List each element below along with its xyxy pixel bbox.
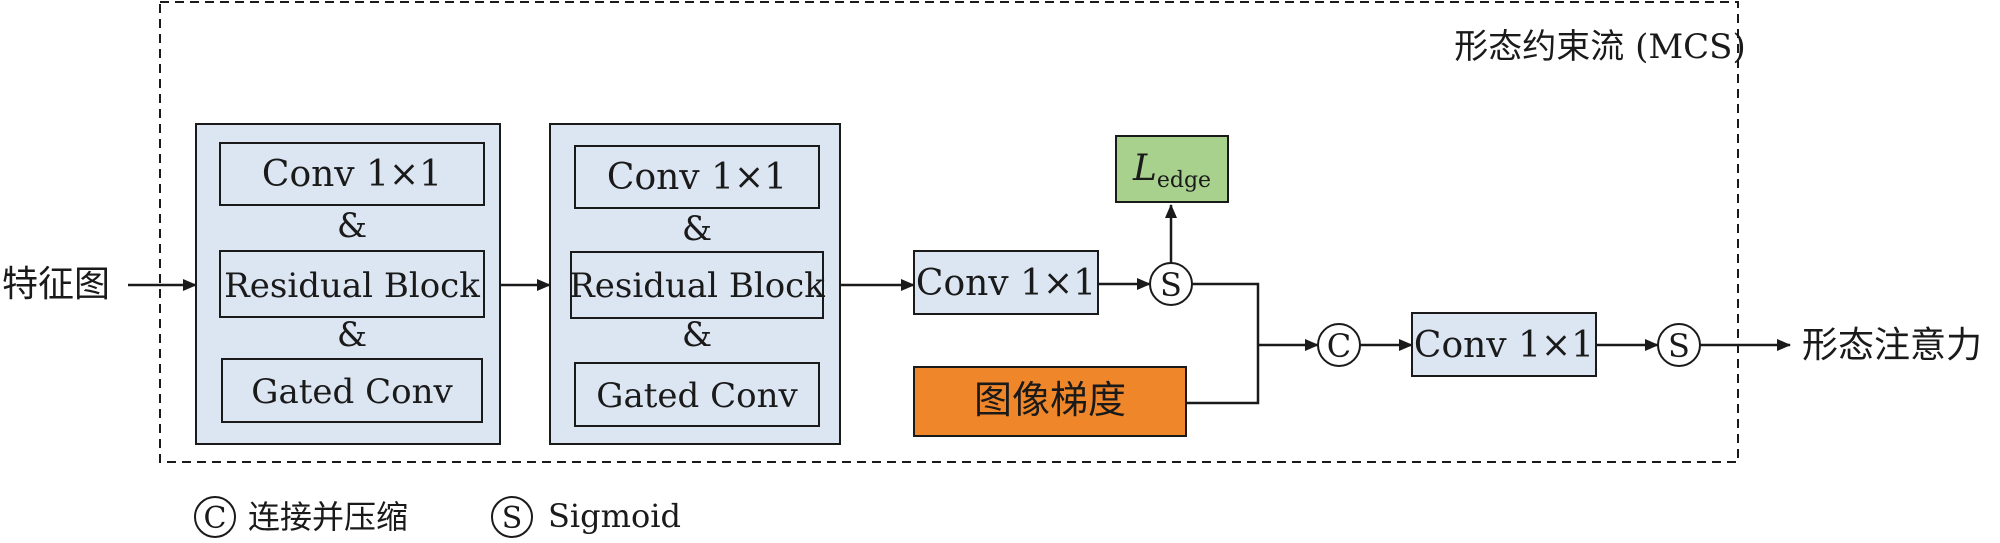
gradient-to-merge-line xyxy=(1186,345,1260,405)
block1-amp-1: & xyxy=(337,206,367,246)
block1-gated-box xyxy=(221,358,483,423)
frame-label: 形态约束流 (MCS) xyxy=(1454,27,1745,67)
legend-sigmoid-label: Sigmoid xyxy=(548,497,681,535)
block1-residual-label: Residual Block xyxy=(224,266,480,306)
block2-conv-box xyxy=(574,145,820,209)
feature-block-2: Conv 1×1 & Residual Block & Gated Conv xyxy=(549,123,841,445)
feature-block-1: Conv 1×1 & Residual Block & Gated Conv xyxy=(195,123,501,445)
mcs-frame xyxy=(159,1,1739,463)
block2-conv-label: Conv 1×1 xyxy=(607,157,787,198)
input-label: 特征图 xyxy=(2,264,110,305)
image-gradient-box xyxy=(913,366,1187,437)
block2-gated-box xyxy=(574,362,820,427)
output-label: 形态注意力 xyxy=(1802,325,1982,366)
block1-conv-box xyxy=(219,142,485,206)
sigmoid-op-1-symbol: S xyxy=(1160,266,1182,304)
block2-residual-label: Residual Block xyxy=(569,266,825,306)
conv-out-box xyxy=(1411,312,1597,377)
legend-concat-icon xyxy=(194,496,236,538)
conv-out-label: Conv 1×1 xyxy=(1414,325,1594,366)
conv-mid-label: Conv 1×1 xyxy=(916,263,1096,304)
legend-sigmoid-symbol: S xyxy=(502,501,523,536)
sigmoid-op-2-symbol: S xyxy=(1668,327,1690,365)
block1-residual-box xyxy=(219,250,485,318)
edge-loss-label: Ledge xyxy=(1132,148,1211,193)
block2-gated-label: Gated Conv xyxy=(596,376,798,416)
legend-sigmoid-icon xyxy=(491,496,533,538)
concat-op-symbol: C xyxy=(1327,327,1351,365)
block2-amp-1: & xyxy=(682,209,712,249)
image-gradient-label: 图像梯度 xyxy=(974,378,1126,422)
block1-conv-label: Conv 1×1 xyxy=(262,154,442,195)
edge-loss-box xyxy=(1115,135,1229,203)
conv-mid-box xyxy=(913,250,1099,315)
legend: C 连接并压缩 S Sigmoid xyxy=(194,496,681,538)
block2-amp-2: & xyxy=(682,315,712,355)
legend-concat-symbol: C xyxy=(204,501,227,536)
block1-gated-label: Gated Conv xyxy=(251,372,453,412)
block2-residual-box xyxy=(570,251,824,319)
sigmoid1-to-merge-line xyxy=(1192,282,1260,345)
block1-amp-2: & xyxy=(337,315,367,355)
legend-concat-label: 连接并压缩 xyxy=(248,498,408,536)
